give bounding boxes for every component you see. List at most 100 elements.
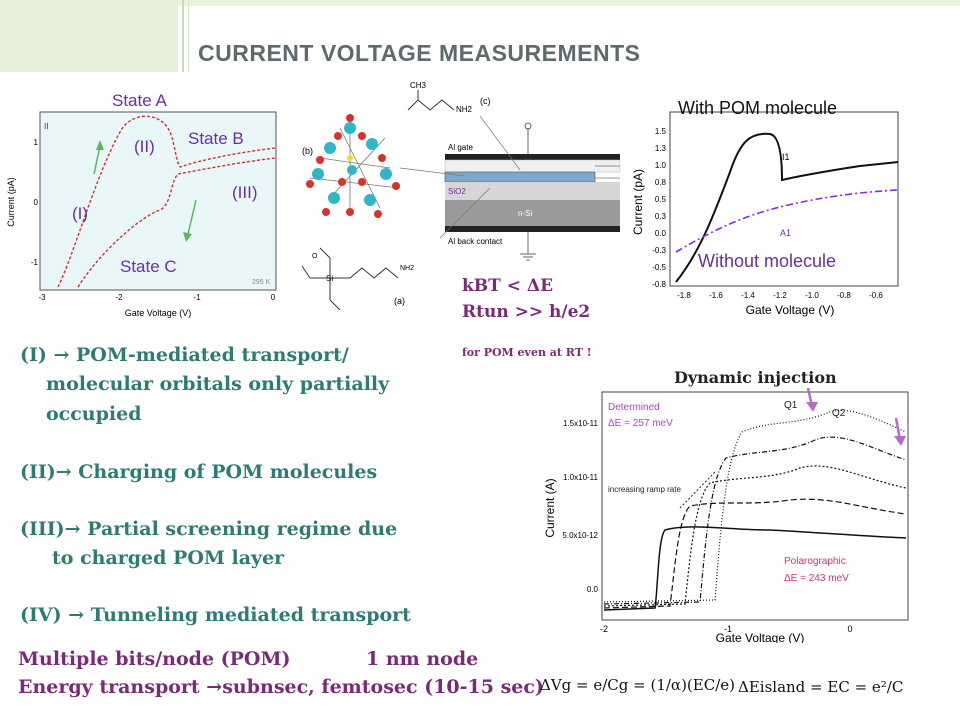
state-iv-figure: II 295 K 1 0 -1 -3 -2 -1 0 Gate Voltage … xyxy=(6,91,277,318)
bullet-i-cont: occupied xyxy=(46,403,142,425)
region-i-label: (I) xyxy=(72,204,88,223)
y-axis-label: Current (pA) xyxy=(631,169,645,235)
n-si-label: n-Si xyxy=(518,209,532,218)
dynamic-injection-figure: 1.5x10-11 1.0x10-11 5.0x10-12 0.0 -2 -1 … xyxy=(543,388,909,643)
a1-curve xyxy=(675,189,899,253)
y-tick: 1.0 xyxy=(655,161,667,170)
sio2-layer xyxy=(445,182,620,200)
si-label: Si xyxy=(326,274,333,283)
y-tick: -1 xyxy=(31,258,39,267)
x-axis-label: Gate Voltage (V) xyxy=(716,631,805,643)
y-tick: 0.0 xyxy=(587,585,599,594)
sweep-curve xyxy=(603,498,907,609)
a1-label: A1 xyxy=(780,228,791,238)
plot-area xyxy=(39,111,277,291)
x-axis-label: Gate Voltage (V) xyxy=(746,303,835,317)
with-pom-title: With POM molecule xyxy=(678,98,837,118)
y-tick: 0.3 xyxy=(655,212,667,221)
region-iii-label: (III) xyxy=(232,183,258,202)
without-molecule-label: Without molecule xyxy=(698,251,836,271)
bits-node-text: Multiple bits/node (POM) xyxy=(18,648,291,670)
y-tick: -0.8 xyxy=(652,280,666,289)
x-tick: 0 xyxy=(271,293,276,302)
al-gate-label: Al gate xyxy=(448,143,473,152)
up-arrow-icon xyxy=(96,140,104,150)
x-tick: -3 xyxy=(38,293,46,302)
sweep-curve xyxy=(603,526,907,611)
kbt-condition: kBT < ΔE xyxy=(462,276,554,296)
ramp-arrow-icon xyxy=(679,471,716,509)
state-b-label: State B xyxy=(188,129,244,148)
y-tick: 0 xyxy=(34,198,39,207)
pom-molecule-icon xyxy=(306,114,401,218)
q2-label: Q2 xyxy=(832,408,846,419)
x-tick: -1.2 xyxy=(773,291,787,300)
sweep-curve xyxy=(603,436,907,605)
i1-label: I1 xyxy=(782,152,790,162)
y-tick: 1.3 xyxy=(655,144,667,153)
bullet-i: (I) → POM-mediated transport/ xyxy=(20,344,349,366)
connector-line xyxy=(479,115,521,171)
y-axis-label: Current (A) xyxy=(543,478,557,537)
slide-title: CURRENT VOLTAGE MEASUREMENTS xyxy=(198,40,641,66)
x-tick: 0 xyxy=(847,624,852,634)
island-energy-equation: ΔEisland = EC = e²/C xyxy=(738,678,904,696)
x-tick: -0.6 xyxy=(869,291,883,300)
nh2-bottom-label: NH2 xyxy=(400,265,414,272)
panel-label: II xyxy=(44,122,48,131)
lower-sweep-curve xyxy=(77,157,277,288)
determined-label: Determined xyxy=(608,402,660,413)
upper-sweep-curve xyxy=(57,115,277,288)
bullet-iv: (IV) → Tunneling mediated transport xyxy=(20,604,411,626)
x-tick: -1.6 xyxy=(709,291,723,300)
bullet-iii-cont: to charged POM layer xyxy=(52,547,285,569)
decor-line xyxy=(188,0,189,72)
x-tick: -1.0 xyxy=(805,291,819,300)
polarographic-label: Polarographic xyxy=(784,556,846,567)
q1-label: Q1 xyxy=(784,400,798,411)
state-c-label: State C xyxy=(120,257,177,276)
y-tick: 0.5 xyxy=(655,195,667,204)
x-tick: -1 xyxy=(724,624,732,634)
label-a: (a) xyxy=(394,296,405,306)
y-tick: 5.0x10-12 xyxy=(562,531,598,540)
gate-terminal-icon xyxy=(524,122,532,130)
oxide-top-layer xyxy=(444,159,621,173)
up-arrow-icon xyxy=(93,145,101,175)
down-arrow-icon xyxy=(894,436,906,446)
x-tick: -1.8 xyxy=(677,291,691,300)
energy-transport-text: Energy transport →subnsec, femtosec (10-… xyxy=(18,676,544,698)
bullet-iii: (III)→ Partial screening regime due xyxy=(20,518,398,540)
y-tick: -0.5 xyxy=(652,263,666,272)
top-decor-bar xyxy=(0,0,960,6)
x-tick: -0.8 xyxy=(837,291,851,300)
polarographic-de-label: ΔE = 243 meV xyxy=(784,573,849,584)
down-arrow-icon xyxy=(183,232,192,242)
ch3-label: CH3 xyxy=(410,81,427,90)
bullet-i-cont: molecular orbitals only partially xyxy=(46,373,390,395)
y-tick: 1.5 xyxy=(655,127,667,136)
sweep-curve xyxy=(603,409,907,603)
down-arrow-icon xyxy=(187,199,197,235)
left-decor-block xyxy=(0,0,178,72)
nh2-top-label: NH2 xyxy=(456,105,473,114)
capacitance-equation: ΔVg = e/Cg = (1/α)(EC/e) xyxy=(540,676,735,694)
y-tick: 1.5x10-11 xyxy=(563,419,599,428)
label-b: (b) xyxy=(302,146,313,156)
device-schematic-figure: (b) CH3 NH2 (c) Al gate SiO2 n-Si Al bac… xyxy=(301,81,621,311)
sweep-curve xyxy=(603,465,907,607)
x-tick: -1 xyxy=(193,293,201,302)
dynamic-title: Dynamic injection xyxy=(674,368,837,387)
al-back-label: Al back contact xyxy=(448,237,503,246)
x-tick: -2 xyxy=(600,624,608,634)
rt-note: for POM even at RT ! xyxy=(462,346,592,359)
decor-line xyxy=(182,0,184,72)
x-tick: -1.4 xyxy=(741,291,755,300)
rtun-condition: Rtun >> h/e2 xyxy=(462,302,591,322)
pom-iv-figure: With POM molecule 1.5 1.3 1.0 0.8 0.5 0.… xyxy=(631,98,899,317)
region-ii-label: (II) xyxy=(134,137,155,156)
al-gate-layer xyxy=(445,154,620,160)
bullet-ii: (II)→ Charging of POM molecules xyxy=(20,461,378,483)
state-a-label: State A xyxy=(112,91,167,110)
temperature-label: 295 K xyxy=(252,279,271,286)
